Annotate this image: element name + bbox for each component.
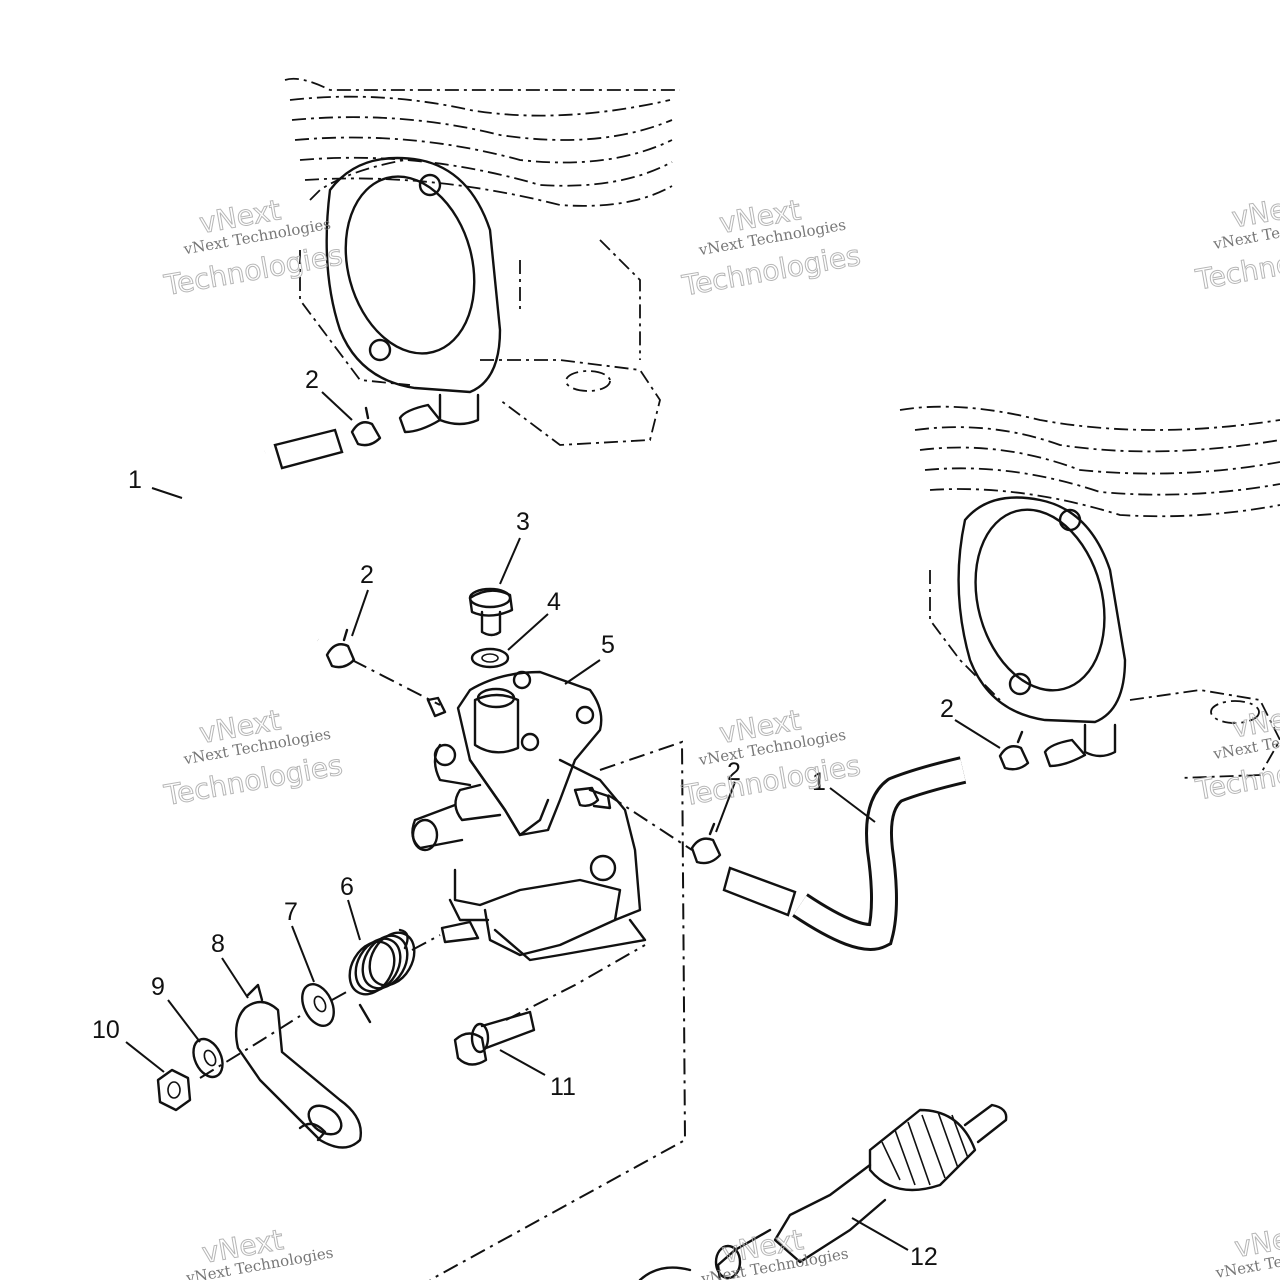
lock-washer — [192, 1037, 224, 1079]
oil-pump — [411, 670, 647, 962]
engine-cylinder-right — [899, 405, 1280, 779]
return-spring — [348, 928, 416, 1024]
hose-clamp-2 — [325, 628, 356, 669]
engine-nipple-left — [398, 403, 442, 434]
pump-lever — [234, 983, 362, 1149]
leader-lines — [125, 391, 1001, 1251]
callout-2-mid: 2 — [360, 561, 374, 589]
watermarks: vNext vNext Technologies Technologies vN… — [161, 187, 1280, 1280]
hex-nut — [156, 1068, 192, 1112]
callout-2-top: 2 — [305, 366, 319, 394]
callout-2-center: 2 — [727, 758, 741, 786]
engine-nipple-right — [1043, 738, 1087, 768]
sealing-washer — [470, 647, 510, 669]
banjo-bolt — [468, 587, 514, 637]
callout-3: 3 — [516, 508, 530, 536]
callout-4: 4 — [547, 588, 561, 616]
callout-5: 5 — [601, 631, 615, 659]
callout-12: 12 — [910, 1243, 938, 1271]
callout-1-left: 1 — [128, 466, 142, 494]
assembly-lines — [199, 659, 693, 1280]
drive-shaft-gear — [638, 1103, 1008, 1280]
oil-hose-left — [168, 428, 344, 651]
oil-hose-right — [722, 756, 967, 951]
callout-7: 7 — [284, 898, 298, 926]
callout-8: 8 — [211, 930, 225, 958]
flat-washer — [301, 983, 335, 1027]
callout-labels: 1 2 2 3 4 5 2 1 2 6 7 8 9 10 11 12 — [92, 366, 954, 1271]
mounting-bolt — [453, 1010, 536, 1066]
callout-2-right: 2 — [940, 695, 954, 723]
hose-clamp-1 — [350, 406, 382, 447]
callout-11: 11 — [550, 1073, 576, 1101]
hose-clamp-3 — [690, 822, 722, 865]
callout-1-right: 1 — [812, 768, 826, 796]
callout-9: 9 — [151, 973, 165, 1001]
hose-clamp-4 — [998, 730, 1030, 771]
callout-10: 10 — [92, 1016, 120, 1044]
engine-cylinder-left — [284, 77, 680, 446]
callout-6: 6 — [340, 873, 354, 901]
